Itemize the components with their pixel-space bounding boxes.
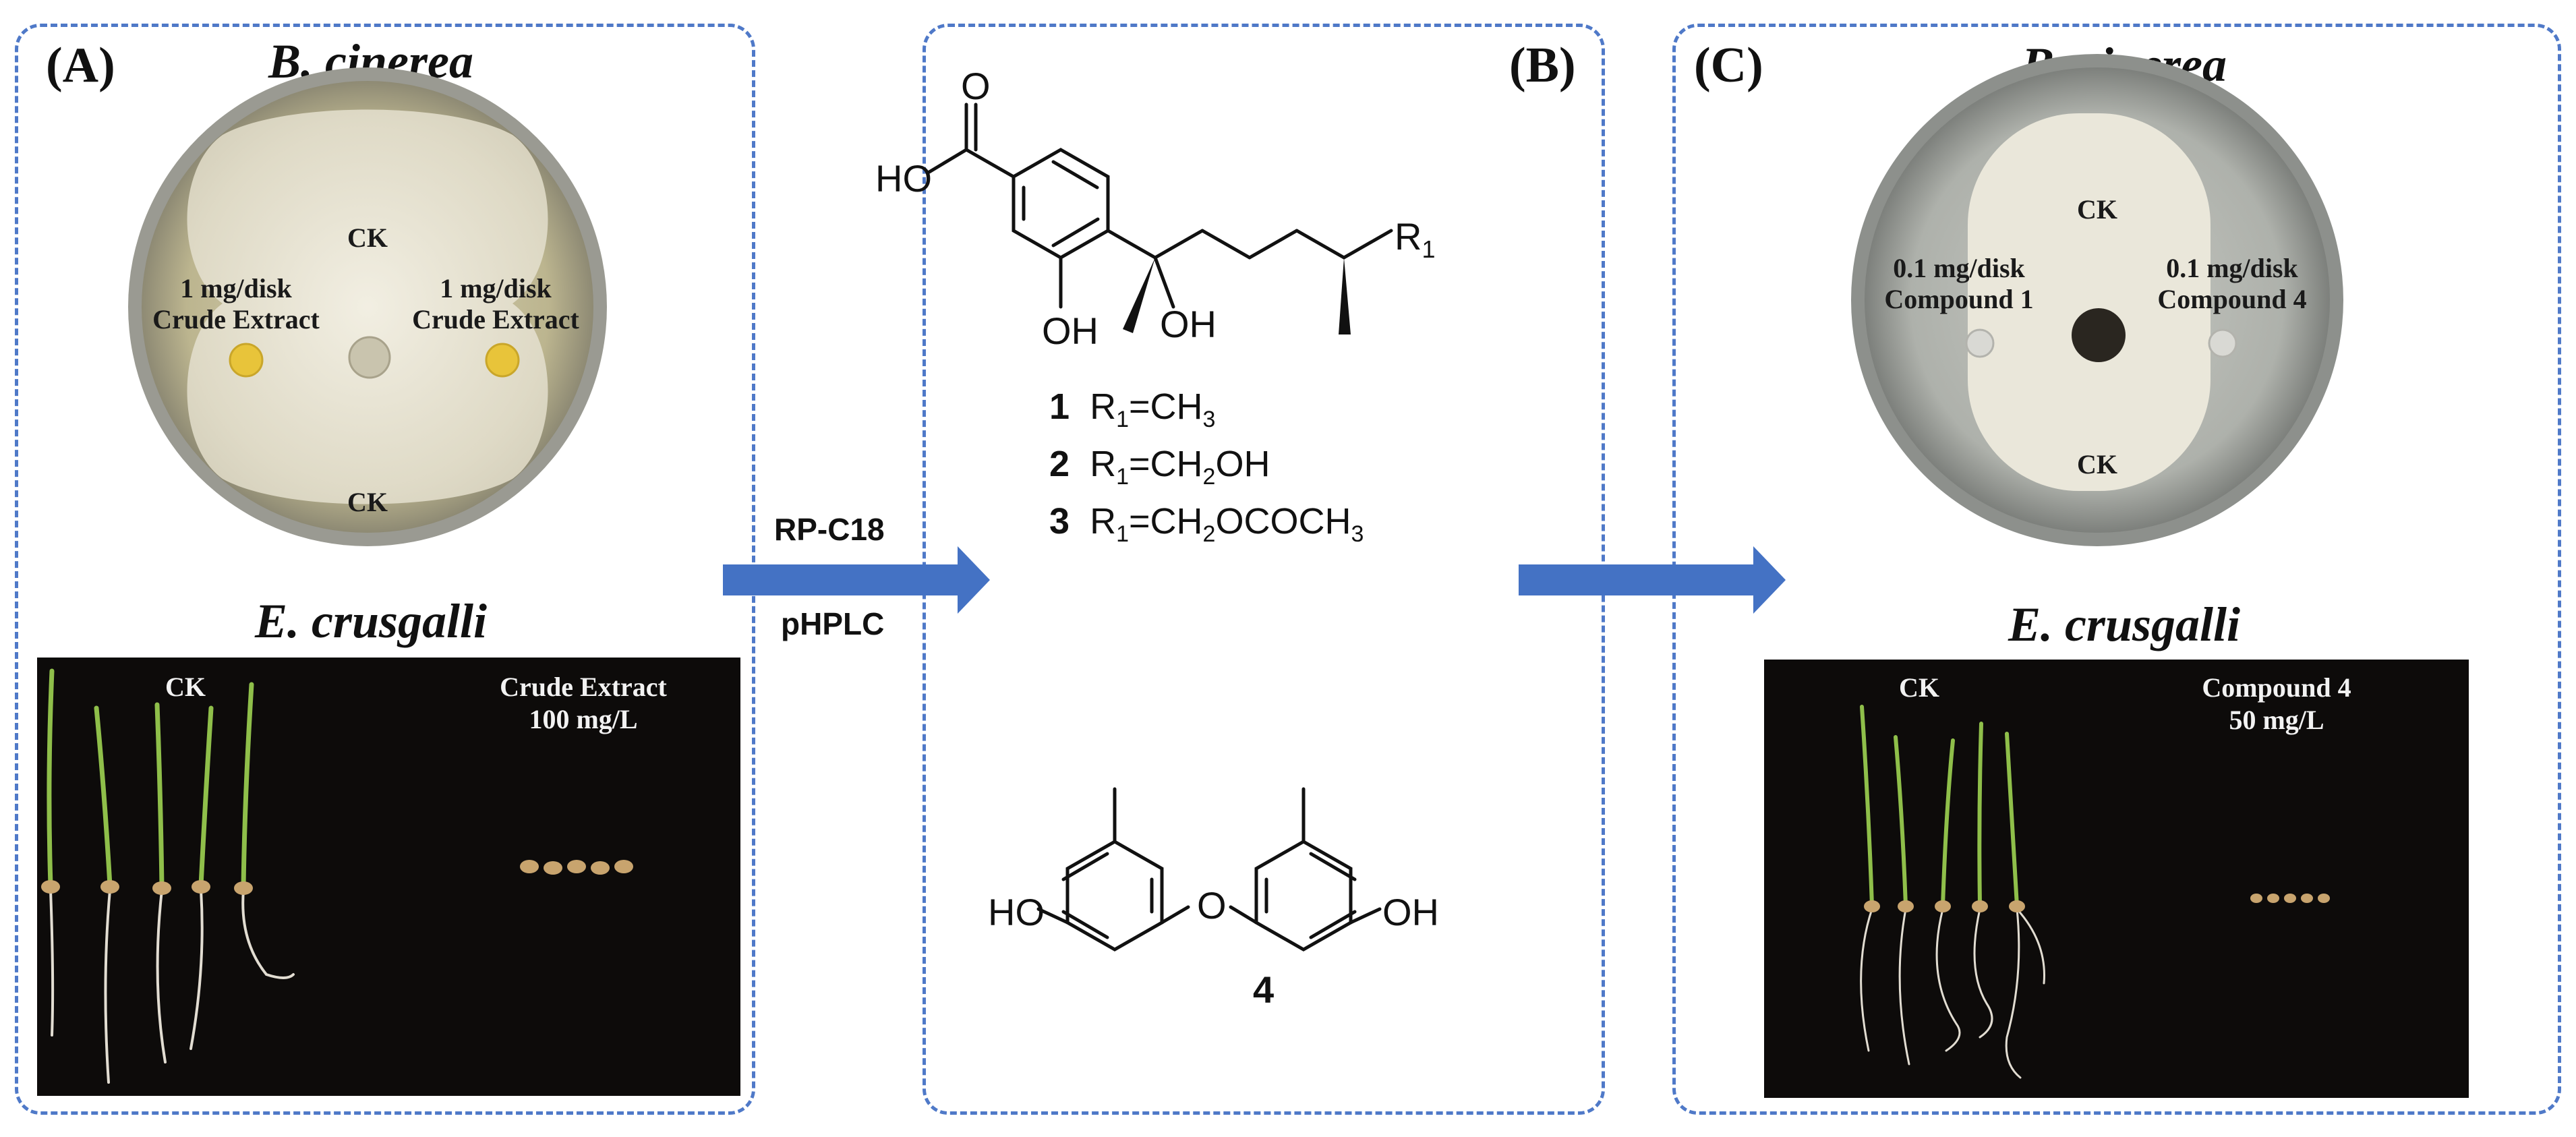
panel-a-plate-right-label: 1 mg/disk Crude Extract	[412, 273, 579, 334]
panel-c-seedling-photo: CK Compound 4 50 mg/L	[1764, 660, 2469, 1098]
compound-1-formula: =CH	[1128, 386, 1203, 427]
panel-a-photo-treated: Crude Extract 100 mg/L	[500, 672, 667, 734]
compound-row-1: 1 R1=CH3	[1049, 386, 1216, 432]
compound-3-r: R	[1090, 500, 1117, 542]
compound-1-subscript: 3	[1202, 406, 1216, 432]
panel-c-right-disk	[2208, 328, 2237, 358]
panel-c-plate-left-label: 0.1 mg/disk Compound 1	[1884, 253, 2034, 314]
panel-a-plate-ck-top: CK	[347, 223, 388, 253]
panel-a-plate-left-label: 1 mg/disk Crude Extract	[152, 273, 320, 334]
compound-2-r: R	[1090, 443, 1117, 484]
compound-row-3: 3 R1=CH2OCOCH3	[1049, 500, 1364, 547]
compound-3-formula: =CH	[1128, 500, 1203, 542]
panel-c-center-spot	[2072, 308, 2126, 362]
structure-1-chain-oh: OH	[1160, 303, 1217, 345]
panel-a-center-disk	[348, 336, 391, 379]
structure-1-wedge-a	[1123, 258, 1155, 333]
compound-row-2: 2 R1=CH2OH	[1049, 443, 1270, 490]
panel-a-petri-dish	[128, 67, 607, 546]
panel-a-seedlings	[41, 668, 633, 1084]
structure-1-cooh-ho: HO	[875, 157, 932, 200]
panel-a-mycelium	[187, 109, 548, 504]
structure-1-r1: R1	[1395, 215, 1436, 264]
compound-2-number: 2	[1049, 443, 1070, 484]
panel-c-species-bottom: E. crusgalli	[2008, 597, 2241, 651]
structure-4-o-bridge: O	[1197, 884, 1227, 927]
panel-a-right-disk	[485, 343, 520, 378]
structure-4-ho-left: HO	[988, 891, 1045, 933]
structure-1-wedge-b	[1339, 258, 1351, 334]
panel-c-mycelium	[1968, 113, 2211, 491]
compound-3-subscript: 2	[1202, 521, 1216, 547]
panel-c-plate-ck-top: CK	[2077, 194, 2117, 225]
panel-a-label: (A)	[46, 38, 115, 93]
panel-a-species-bottom: E. crusgalli	[254, 594, 488, 648]
structure-1-r1-letter: R	[1395, 215, 1422, 258]
panel-a-photo-ck: CK	[165, 672, 206, 702]
panel-a-left-disk	[229, 343, 264, 378]
structure-4-oh-right: OH	[1382, 891, 1439, 933]
compound-2-formula: =CH	[1128, 443, 1203, 484]
arrow-a-to-b	[723, 546, 990, 614]
panel-c-photo-ck: CK	[1899, 672, 1939, 703]
panel-c-photo-treated: Compound 4 50 mg/L	[2202, 672, 2351, 735]
panel-c-plate-ck-bottom: CK	[2077, 449, 2117, 479]
panel-c-label: (C)	[1694, 38, 1763, 93]
compound-2-subscript: 2	[1202, 463, 1216, 490]
compound-1-number: 1	[1049, 386, 1070, 427]
panel-b-label: (B)	[1509, 38, 1576, 93]
compound-2-tail: OH	[1215, 443, 1270, 484]
arrow-label-phplc: pHPLC	[781, 606, 885, 641]
structure-1-carbonyl-o: O	[961, 65, 991, 107]
structure-4-number: 4	[1253, 968, 1275, 1011]
arrow-b-to-c	[1519, 546, 1786, 614]
panel-c-plate-right-label: 0.1 mg/disk Compound 4	[2157, 253, 2307, 314]
panel-a-plate-ck-bottom: CK	[347, 487, 388, 517]
compound-3-number: 3	[1049, 500, 1070, 542]
compound-list: 1 R1=CH3 2 R1=CH2OH 3 R1=CH2OCOCH3	[1049, 384, 1364, 556]
panel-c-petri-dish	[1851, 54, 2343, 546]
panel-a-seedling-photo: CK Crude Extract 100 mg/L	[37, 658, 740, 1096]
structure-1	[927, 103, 1393, 309]
panel-c-left-disk	[1965, 328, 1995, 358]
structure-1-ring-oh: OH	[1042, 310, 1099, 352]
panel-c-seedlings	[1860, 705, 2330, 1079]
arrow-label-rp-c18: RP-C18	[774, 512, 885, 547]
compound-3-tail: OCOCH	[1215, 500, 1351, 542]
structure-4	[1036, 787, 1382, 952]
compound-1-r: R	[1090, 386, 1117, 427]
